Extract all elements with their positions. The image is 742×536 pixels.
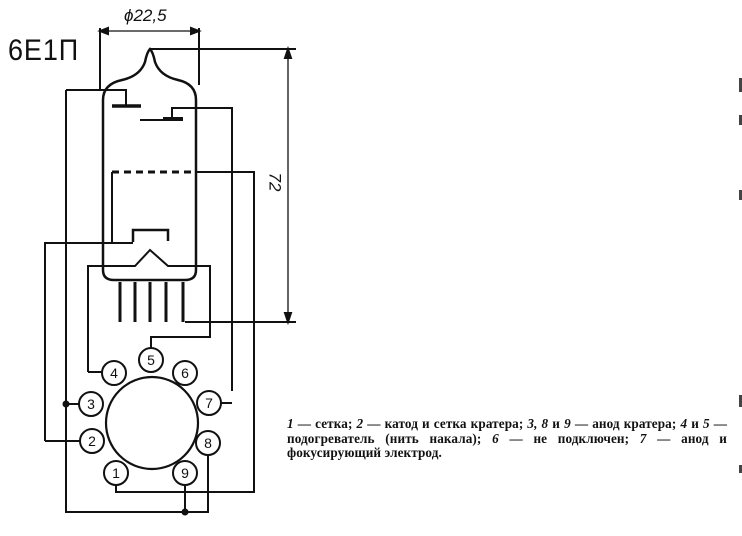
pin-num: 3, 8 [527,416,549,431]
pin-num: 2 [356,416,364,431]
pin-circles [78,347,222,486]
pin-desc: — сетка; [293,416,357,431]
pin-num: 7 [639,430,647,446]
crater-anode [66,89,127,105]
socket-base [104,375,200,471]
pin-9-circle [172,460,198,486]
pin-num: 4 [680,416,688,431]
pin-8-circle [195,430,221,456]
pin-desc: — анод и фокусирующий электрод. [287,430,727,460]
pin-label: 6 [181,365,189,381]
page-edge-mark [739,78,742,92]
pin-label: 3 [87,396,95,412]
pin-num: 5 [702,416,710,431]
heater [87,248,211,372]
focus-anode [171,107,233,391]
pin-3-circle [78,391,104,417]
pin-num: 1 [287,416,294,431]
pin-label: 7 [205,395,213,411]
pin-4-circle [101,360,127,386]
pin-1-circle [103,460,129,486]
pin-label: 5 [147,352,155,368]
pin-desc: — не подключен; [498,430,640,446]
pin-legend-caption: 1 — сетка; 2 — катод и сетка кратера; 3,… [287,416,728,461]
pin-label: 1 [112,465,120,481]
pin-label: 8 [204,435,212,451]
diameter-dimension-lines [97,26,202,90]
pin-6-circle [172,360,198,386]
tube-type-label: 6Е1П [8,34,80,67]
pin-desc: — подогреватель (нить накала); [287,416,728,446]
pin-desc: и [687,416,703,431]
pin-7-circle [196,390,222,416]
page-edge-mark [739,465,742,473]
pin-5-circle [138,347,164,373]
page-edge-mark [739,395,742,407]
pin-num: 6 [492,430,499,446]
tube-bulb [101,47,198,282]
pin-num: 9 [564,416,571,431]
pin-label: 4 [110,365,118,381]
pin-label: 2 [88,433,96,449]
page-edge-mark [739,190,742,200]
height-dimension-lines [150,45,296,326]
pin-2-circle [79,428,105,454]
pin-label: 9 [181,465,189,481]
page-edge-mark [739,115,742,125]
diameter-dimension-label: ϕ22,5 [124,6,167,25]
pin-desc: и [548,416,565,431]
tube-pins [118,282,185,322]
pin-desc: — анод кратера; [570,416,681,431]
pin-desc: — катод и сетка кратера; [363,416,528,431]
